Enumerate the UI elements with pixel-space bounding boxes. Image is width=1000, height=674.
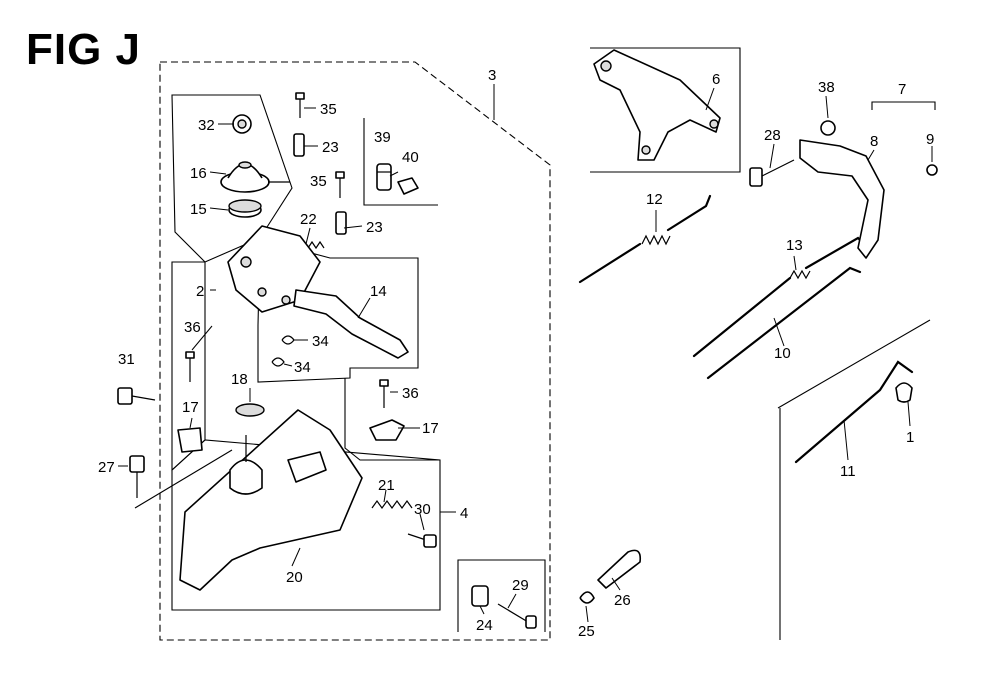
part-34-clip-b: [271, 357, 285, 367]
callout-1: 1: [906, 429, 914, 446]
callout-12: 12: [646, 191, 663, 208]
callout-2: 2: [196, 283, 204, 300]
part-18-washer: [235, 403, 265, 417]
part-6-lever: [593, 49, 721, 161]
callout-11: 11: [840, 463, 856, 480]
callout-17-b: 17: [422, 420, 439, 437]
callout-18: 18: [231, 371, 248, 388]
lever-group-outline: [257, 237, 419, 383]
callout-35-b: 35: [310, 173, 327, 190]
callout-21: 21: [378, 477, 395, 494]
callout-38: 38: [818, 79, 835, 96]
part-16-cap: [220, 161, 290, 193]
part-23-sleeve-a: [293, 133, 305, 157]
part-13-rod: [692, 236, 868, 358]
callout-24: 24: [476, 617, 493, 634]
assembly-3-boundary: [159, 61, 551, 641]
part-1-clip: [895, 382, 913, 403]
part-24-collar: [471, 585, 489, 607]
clamp-box-36-17: [344, 378, 440, 461]
callout-20: 20: [286, 569, 303, 586]
part-36-screw-a: [185, 351, 195, 382]
part-8-lever: [799, 139, 885, 259]
callout-30: 30: [414, 501, 431, 518]
callout-34-b: 34: [294, 359, 311, 376]
part-40-clip: [397, 177, 419, 195]
part-39-fitting: [376, 163, 392, 191]
callout-13: 13: [786, 237, 803, 254]
bracket-7: [871, 101, 936, 110]
part-25-cap: [579, 591, 595, 604]
callout-23-b: 23: [366, 219, 383, 236]
group-outlines: [134, 47, 936, 641]
callout-10: 10: [774, 345, 791, 362]
callout-labels: 3 32 35 23 16 35 39 40 15 22 23 12 6 38 …: [98, 67, 934, 640]
part-36-screw-b: [379, 379, 389, 408]
part-38-nut: [820, 120, 836, 136]
part-30-screw: [407, 533, 437, 548]
divider-base: [134, 449, 233, 509]
leader-lines: [118, 84, 933, 623]
box-6: [590, 47, 741, 173]
figure-title: FIG J: [26, 25, 142, 74]
bracket-box-39-40: [363, 118, 438, 206]
part-34-clip-a: [281, 335, 295, 345]
divider-11: [777, 319, 931, 640]
part-17-clamp-a: [177, 427, 203, 453]
part-28-bolt: [749, 159, 795, 187]
part-32-nut: [232, 114, 252, 134]
callout-31: 31: [118, 351, 135, 368]
callout-25: 25: [578, 623, 595, 640]
callout-23-a: 23: [322, 139, 339, 156]
part-26-knob: [597, 549, 642, 589]
part-27-bolt: [129, 455, 145, 498]
part-11-rod: [794, 360, 914, 464]
part-23-sleeve-b: [335, 211, 347, 235]
callout-3: 3: [488, 67, 496, 84]
callout-27: 27: [98, 459, 115, 476]
part-15-washer: [228, 199, 262, 218]
callout-36-a: 36: [184, 319, 201, 336]
callout-28: 28: [764, 127, 781, 144]
callout-6: 6: [712, 71, 720, 88]
part-35-bolt-a: [295, 92, 305, 118]
callout-39: 39: [374, 129, 391, 146]
callout-17-a: 17: [182, 399, 199, 416]
part-29-bolt: [497, 603, 537, 629]
box-24-29: [457, 559, 546, 632]
callout-14: 14: [370, 283, 387, 300]
part-10-rod: [706, 266, 862, 380]
part-35-bolt-b: [335, 171, 345, 198]
callout-4: 4: [460, 505, 468, 522]
callout-8: 8: [870, 133, 878, 150]
callout-9: 9: [926, 131, 934, 148]
callout-22: 22: [300, 211, 317, 228]
part-21-spring: [371, 499, 413, 510]
callout-16: 16: [190, 165, 207, 182]
callout-34-a: 34: [312, 333, 329, 350]
callout-15: 15: [190, 201, 207, 218]
parts: [117, 49, 938, 629]
callout-26: 26: [614, 592, 631, 609]
part-31-bolt: [117, 387, 156, 405]
part-12-spring-rod: [578, 194, 712, 284]
part-17-clamp-b: [369, 419, 405, 441]
part-14-lever: [293, 289, 409, 359]
callout-7: 7: [898, 81, 906, 98]
part-9-nut: [926, 164, 938, 176]
callout-32: 32: [198, 117, 215, 134]
callout-40: 40: [402, 149, 419, 166]
callout-29: 29: [512, 577, 529, 594]
callout-35-a: 35: [320, 101, 337, 118]
callout-36-b: 36: [402, 385, 419, 402]
part-20-base-plate: [179, 409, 363, 591]
